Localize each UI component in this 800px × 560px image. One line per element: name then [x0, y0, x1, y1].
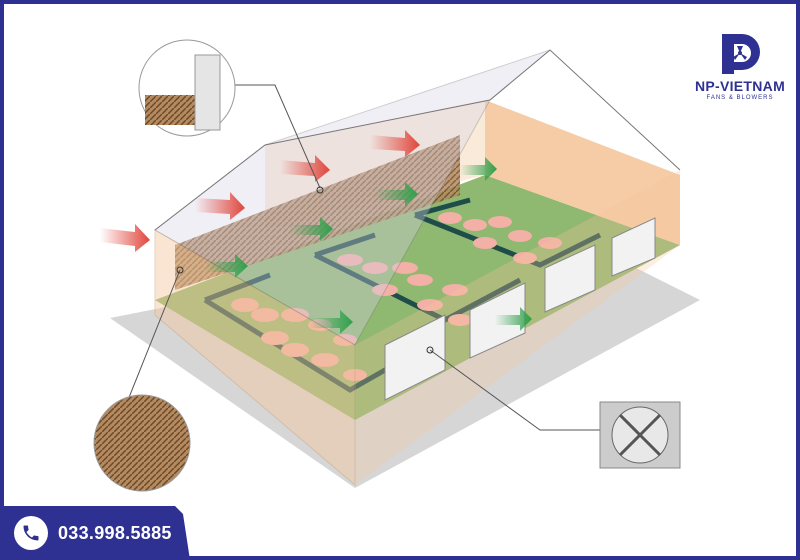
brand-logo: NP-VIETNAM FANS & BLOWERS: [690, 32, 790, 101]
barn-floor: [155, 175, 680, 420]
end-wall: [154, 229, 356, 487]
brand-name: NP-VIETNAM: [694, 78, 786, 94]
back-wall: [485, 100, 680, 245]
phone-banner[interactable]: 033.998.5885: [0, 506, 190, 560]
exhaust-fans: [384, 217, 656, 401]
phone-icon: [14, 516, 48, 550]
phone-number: 033.998.5885: [58, 522, 172, 543]
brand-tagline: FANS & BLOWERS: [706, 95, 774, 101]
airflow-out-arrows: [205, 157, 532, 334]
airflow-in-arrows: [100, 130, 420, 252]
exhaust-fan-detail: [599, 401, 681, 469]
pad-frame-detail: [138, 39, 236, 137]
pigs: [231, 212, 562, 381]
cooling-pad: [175, 135, 460, 290]
cooling-pad-detail: [93, 394, 191, 492]
logo-fan-icon: [722, 34, 760, 74]
